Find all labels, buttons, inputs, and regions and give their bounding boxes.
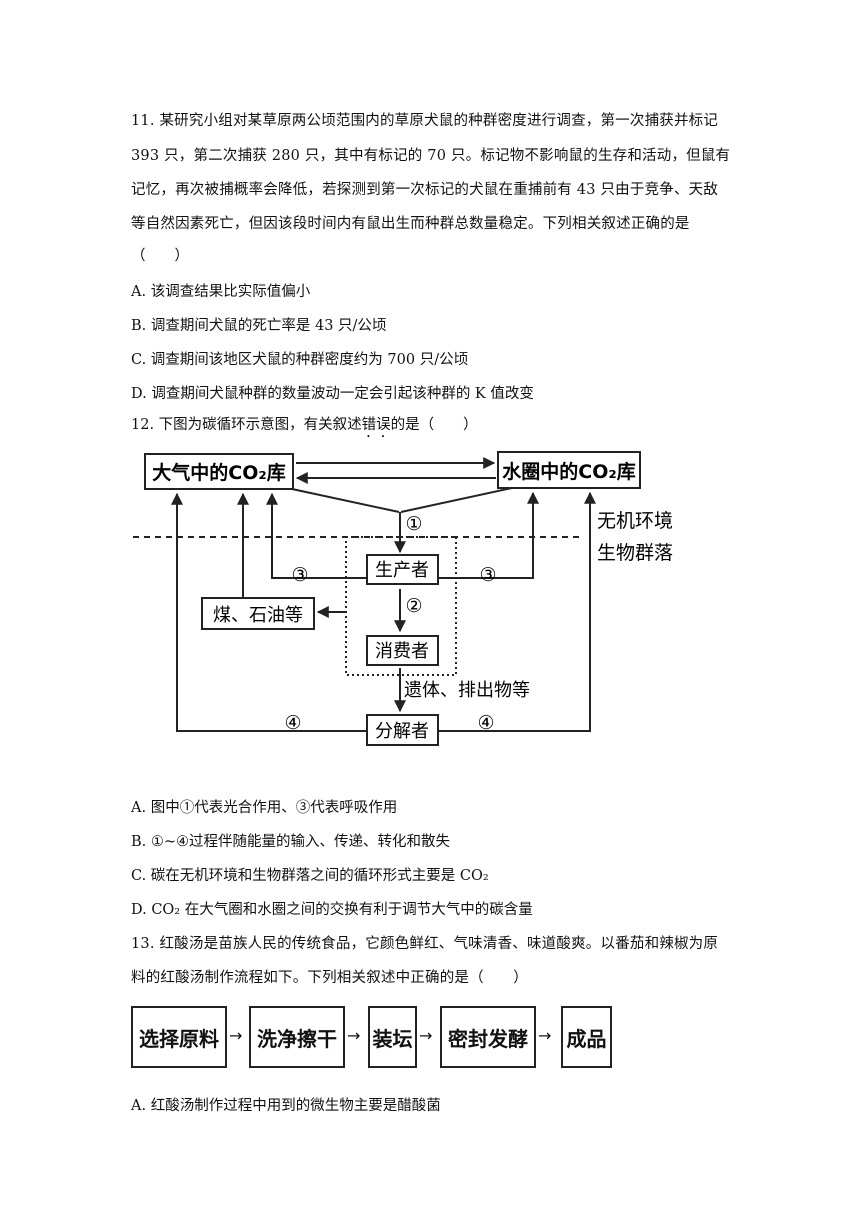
consumer-box [366,635,439,666]
q11-stem-line4: 等自然因素死亡，但因该段时间内有鼠出生而种群总数量稳定。下列相关叙述正确的是 [131,216,690,232]
process3-right-label: ③ [479,564,496,586]
carbon-cycle-diagram: 大气中的CO₂库 水圈中的CO₂库 生产者 消费者 煤、石油等 分解者 无机环境… [133,451,673,746]
flow-step-product: 成品 [561,1006,612,1068]
flow-arrow-2: → [347,1026,361,1045]
process3-left-label: ③ [291,564,308,586]
fossil-fuel-label: 煤、石油等 [213,605,303,626]
process1-from-hydrosphere [400,487,513,513]
q11-answer-paren: （ ） [131,248,189,264]
flow-arrow-1: → [229,1026,243,1045]
q12-option-a: A. 图中①代表光合作用、③代表呼吸作用 [131,800,398,816]
q13-stem-line2: 料的红酸汤制作流程如下。下列相关叙述中正确的是（ ） [131,970,528,986]
q12-option-b: B. ①~④过程伴随能量的输入、传递、转化和散失 [131,834,451,850]
q12-stem-before: 12. 下图为碳循环示意图，有关叙述 [131,417,362,433]
q11-option-c: C. 调查期间该地区犬鼠的种群密度约为 700 只/公顷 [131,352,469,368]
atmosphere-co2-label: 大气中的CO₂库 [152,461,285,484]
process1-from-atmosphere [291,488,400,513]
decomposer-label: 分解者 [375,721,429,742]
process2-label: ② [405,595,422,617]
process1-label: ① [405,513,422,535]
process4-left-label: ④ [284,712,301,734]
q11-stem-line3: 记忆，再次被捕概率会降低，若探测到第一次标记的犬鼠在重捕前有 43 只由于竞争、… [131,182,719,198]
q11-option-d: D. 调查期间犬鼠种群的数量波动一定会引起该种群的 K 值改变 [131,386,534,402]
q11-option-a: A. 该调查结果比实际值偏小 [131,284,311,300]
flow-step-select-materials: 选择原料 [131,1006,227,1068]
biotic-label: 生物群落 [597,542,673,564]
q13-stem-line1: 13. 红酸汤是苗族人民的传统食品，它颜色鲜红、气味清香、味道酸爽。以番茄和辣椒… [131,936,719,952]
hydrosphere-co2-box [497,451,641,489]
decomposer-box [366,714,439,746]
process3-right [438,491,539,579]
hydrosphere-co2-label: 水圈中的CO₂库 [502,460,635,483]
process3-left [266,492,367,579]
remains-label: 遗体、排出物等 [404,680,530,701]
q12-stem-after: 的是（ ） [390,417,478,433]
q12-stem: 12. 下图为碳循环示意图，有关叙述错误的是（ ） [131,415,731,441]
q11-option-b: B. 调查期间犬鼠的死亡率是 43 只/公顷 [131,318,387,334]
flow-step-wash-dry: 洗净擦干 [249,1006,345,1068]
process4-right-label: ④ [477,712,494,734]
flow-arrow-4: → [538,1026,552,1045]
atmosphere-co2-box [144,453,294,490]
producer-label: 生产者 [375,560,429,581]
process4-right [438,491,596,732]
q12-option-c: C. 碳在无机环境和生物群落之间的循环形式主要是 CO₂ [131,868,489,884]
q12-option-d: D. CO₂ 在大气圈和水圈之间的交换有利于调节大气中的碳含量 [131,902,533,918]
q11-stem-line1: 11. 某研究小组对某草原两公顷范围内的草原犬鼠的种群密度进行调查，第一次捕获并… [131,113,719,129]
q12-stem-emphasis: 错误 [361,417,391,433]
abiotic-label: 无机环境 [597,510,673,532]
q11-stem-line2: 393 只，第二次捕获 280 只，其中有标记的 70 只。标记物不影响鼠的生存… [131,148,731,164]
q13-option-a: A. 红酸汤制作过程中用到的微生物主要是醋酸菌 [131,1098,441,1114]
flow-step-jar: 装坛 [368,1006,417,1068]
consumer-label: 消费者 [375,641,429,662]
producer-box [366,554,439,585]
process4-left [171,492,367,732]
fossil-fuel-box [201,597,315,630]
flow-step-seal-ferment: 密封发酵 [440,1006,536,1068]
flow-arrow-3: → [419,1026,433,1045]
